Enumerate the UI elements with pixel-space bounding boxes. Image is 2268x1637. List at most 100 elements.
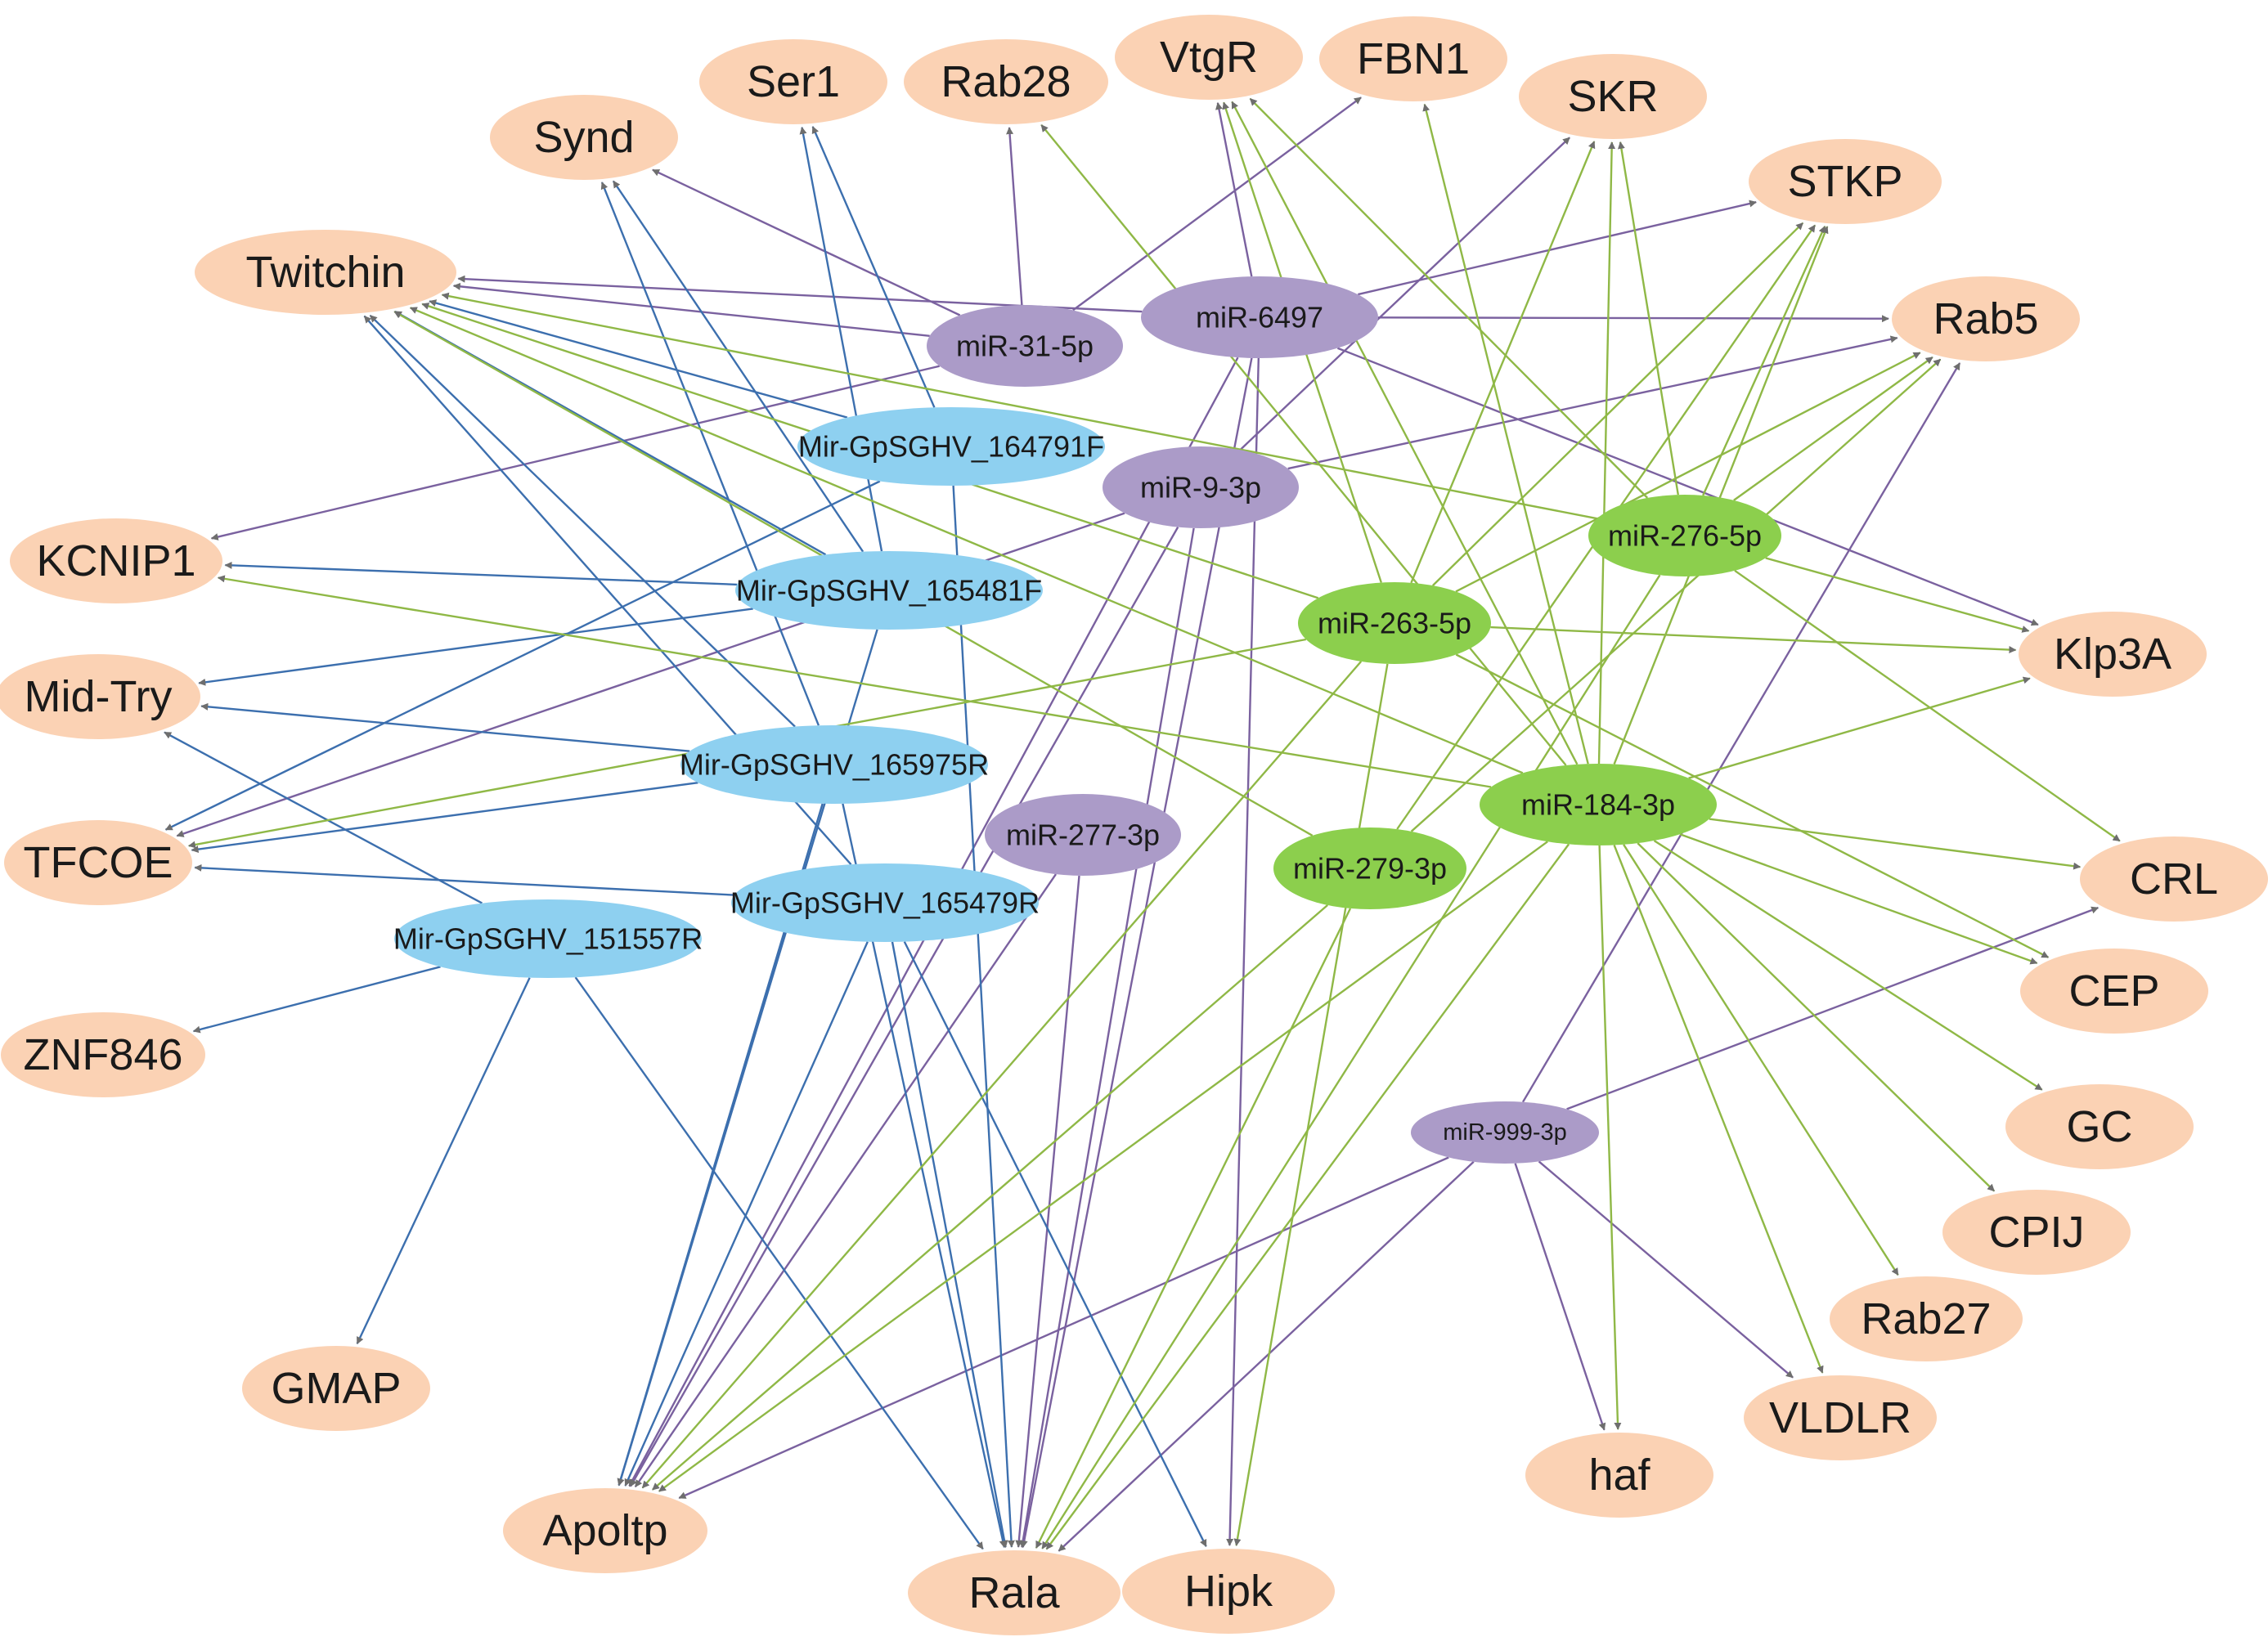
target-node-skr[interactable]: SKR bbox=[1519, 54, 1707, 139]
mirna-node-31[interactable]: miR-31-5p bbox=[927, 305, 1123, 387]
node-shape bbox=[731, 863, 1039, 942]
mirna-node-277[interactable]: miR-277-3p bbox=[985, 794, 1181, 876]
target-node-rab27[interactable]: Rab27 bbox=[1830, 1276, 2023, 1361]
node-label: VtgR bbox=[1160, 33, 1258, 82]
edge-31-to-fbn1 bbox=[1072, 96, 1362, 312]
target-node-stkp[interactable]: STKP bbox=[1749, 139, 1942, 224]
edge-165479-to-tfcoe bbox=[194, 863, 734, 896]
edge-31-to-kcnip1 bbox=[210, 365, 940, 540]
edge-184-to-skr bbox=[1597, 141, 1616, 765]
node-label: CEP bbox=[2068, 967, 2159, 1016]
edge-276-to-twitchin bbox=[441, 292, 1597, 520]
edge-165975-to-tfcoe bbox=[191, 782, 698, 854]
node-shape bbox=[1519, 54, 1707, 139]
mirna-node-263[interactable]: miR-263-5p bbox=[1298, 582, 1491, 664]
target-node-gmap[interactable]: GMAP bbox=[242, 1346, 430, 1431]
node-shape bbox=[10, 518, 222, 603]
target-node-hipk[interactable]: Hipk bbox=[1122, 1549, 1335, 1634]
edge-276-to-vtgr bbox=[1249, 97, 1649, 499]
edge-184-to-vldlr bbox=[1613, 845, 1824, 1374]
edge-184-to-twitchin bbox=[409, 307, 1524, 774]
edge-276-to-rab5 bbox=[1733, 356, 1933, 501]
node-label: Rala bbox=[968, 1568, 1060, 1617]
node-shape bbox=[985, 794, 1181, 876]
mirna-node-279[interactable]: miR-279-3p bbox=[1273, 827, 1466, 909]
edge-276-to-klp3a bbox=[1765, 557, 2030, 633]
edge-999-to-rala bbox=[1058, 1160, 1475, 1552]
mirna-node-999[interactable]: miR-999-3p bbox=[1411, 1101, 1599, 1164]
target-node-rala[interactable]: Rala bbox=[908, 1550, 1121, 1635]
mirna-node-6497[interactable]: miR-6497 bbox=[1141, 276, 1378, 358]
target-node-klp3a[interactable]: Klp3A bbox=[2019, 612, 2207, 697]
node-shape bbox=[1525, 1433, 1713, 1518]
node-label: Mir-GpSGHV_165975R bbox=[680, 748, 989, 782]
node-shape bbox=[2080, 836, 2268, 922]
node-shape bbox=[1749, 139, 1942, 224]
mirna-node-164791[interactable]: Mir-GpSGHV_164791F bbox=[797, 407, 1105, 486]
target-node-tfcoe[interactable]: TFCOE bbox=[4, 820, 192, 905]
node-shape bbox=[927, 305, 1123, 387]
mirna-node-184[interactable]: miR-184-3p bbox=[1480, 764, 1717, 845]
target-node-gc[interactable]: GC bbox=[2005, 1084, 2194, 1169]
node-shape bbox=[1298, 582, 1491, 664]
edge-279-to-rala bbox=[1035, 908, 1352, 1549]
node-label: Mir-GpSGHV_165481F bbox=[736, 574, 1042, 608]
mirna-node-276[interactable]: miR-276-5p bbox=[1588, 495, 1781, 576]
mirna-node-165975[interactable]: Mir-GpSGHV_165975R bbox=[680, 725, 989, 804]
node-label: Mir-GpSGHV_165479R bbox=[730, 886, 1040, 920]
edge-165481-to-kcnip1 bbox=[224, 561, 738, 586]
node-shape bbox=[1588, 495, 1781, 576]
target-node-crl[interactable]: CRL bbox=[2080, 836, 2268, 922]
node-label: KCNIP1 bbox=[36, 536, 195, 585]
node-label: miR-263-5p bbox=[1318, 607, 1471, 640]
node-shape bbox=[195, 230, 456, 315]
node-shape bbox=[2020, 949, 2208, 1034]
target-node-cpij[interactable]: CPIJ bbox=[1942, 1190, 2131, 1275]
edge-6497-to-klp3a bbox=[1336, 347, 2039, 626]
node-label: SKR bbox=[1567, 72, 1658, 121]
target-node-kcnip1[interactable]: KCNIP1 bbox=[10, 518, 222, 603]
target-node-vldlr[interactable]: VLDLR bbox=[1744, 1375, 1937, 1460]
edge-276-to-stkp bbox=[1702, 225, 1826, 496]
edge-6497-to-stkp bbox=[1358, 200, 1757, 296]
target-node-haf[interactable]: haf bbox=[1525, 1433, 1713, 1518]
target-node-apoltp[interactable]: Apoltp bbox=[503, 1488, 707, 1573]
node-shape bbox=[1115, 15, 1303, 100]
target-node-vtgr[interactable]: VtgR bbox=[1115, 15, 1303, 100]
mirna-node-9[interactable]: miR-9-3p bbox=[1103, 446, 1299, 528]
target-node-ser1[interactable]: Ser1 bbox=[699, 39, 887, 124]
node-shape bbox=[680, 725, 988, 804]
edge-164791-to-ser1 bbox=[811, 126, 936, 408]
target-node-twitchin[interactable]: Twitchin bbox=[195, 230, 456, 315]
mirna-node-165481[interactable]: Mir-GpSGHV_165481F bbox=[735, 551, 1043, 630]
edge-6497-to-hipk bbox=[1226, 357, 1260, 1546]
edge-184-to-klp3a bbox=[1688, 676, 2031, 779]
edge-9-to-rala bbox=[1019, 527, 1195, 1548]
node-label: miR-277-3p bbox=[1006, 818, 1160, 852]
mirna-node-151557[interactable]: Mir-GpSGHV_151557R bbox=[393, 899, 703, 978]
node-label: Rab28 bbox=[941, 57, 1071, 106]
target-node-midtry[interactable]: Mid-Try bbox=[0, 654, 200, 739]
edge-277-to-apoltp bbox=[634, 873, 1057, 1488]
target-node-fbn1[interactable]: FBN1 bbox=[1319, 16, 1507, 101]
edge-999-to-vldlr bbox=[1538, 1160, 1794, 1379]
edge-184-to-haf bbox=[1598, 845, 1622, 1430]
mirna-node-165479[interactable]: Mir-GpSGHV_165479R bbox=[730, 863, 1040, 942]
target-node-znf846[interactable]: ZNF846 bbox=[1, 1012, 205, 1097]
edge-165479-to-apoltp bbox=[624, 941, 869, 1487]
target-node-rab28[interactable]: Rab28 bbox=[904, 39, 1108, 124]
target-node-cep[interactable]: CEP bbox=[2020, 949, 2208, 1034]
node-shape bbox=[490, 95, 678, 180]
node-shape bbox=[2005, 1084, 2194, 1169]
edge-184-to-rala bbox=[1045, 843, 1570, 1550]
edge-263-to-rab5 bbox=[1455, 352, 1921, 593]
target-node-rab5[interactable]: Rab5 bbox=[1892, 276, 2080, 361]
edge-184-to-fbn1 bbox=[1422, 103, 1589, 765]
node-label: VLDLR bbox=[1769, 1393, 1911, 1442]
node-label: ZNF846 bbox=[23, 1030, 182, 1079]
edge-9-to-skr bbox=[1239, 137, 1570, 451]
node-label: GC bbox=[2067, 1102, 2133, 1151]
target-node-synd[interactable]: Synd bbox=[490, 95, 678, 180]
node-shape bbox=[503, 1488, 707, 1573]
edge-164791-to-rala bbox=[952, 485, 1015, 1548]
